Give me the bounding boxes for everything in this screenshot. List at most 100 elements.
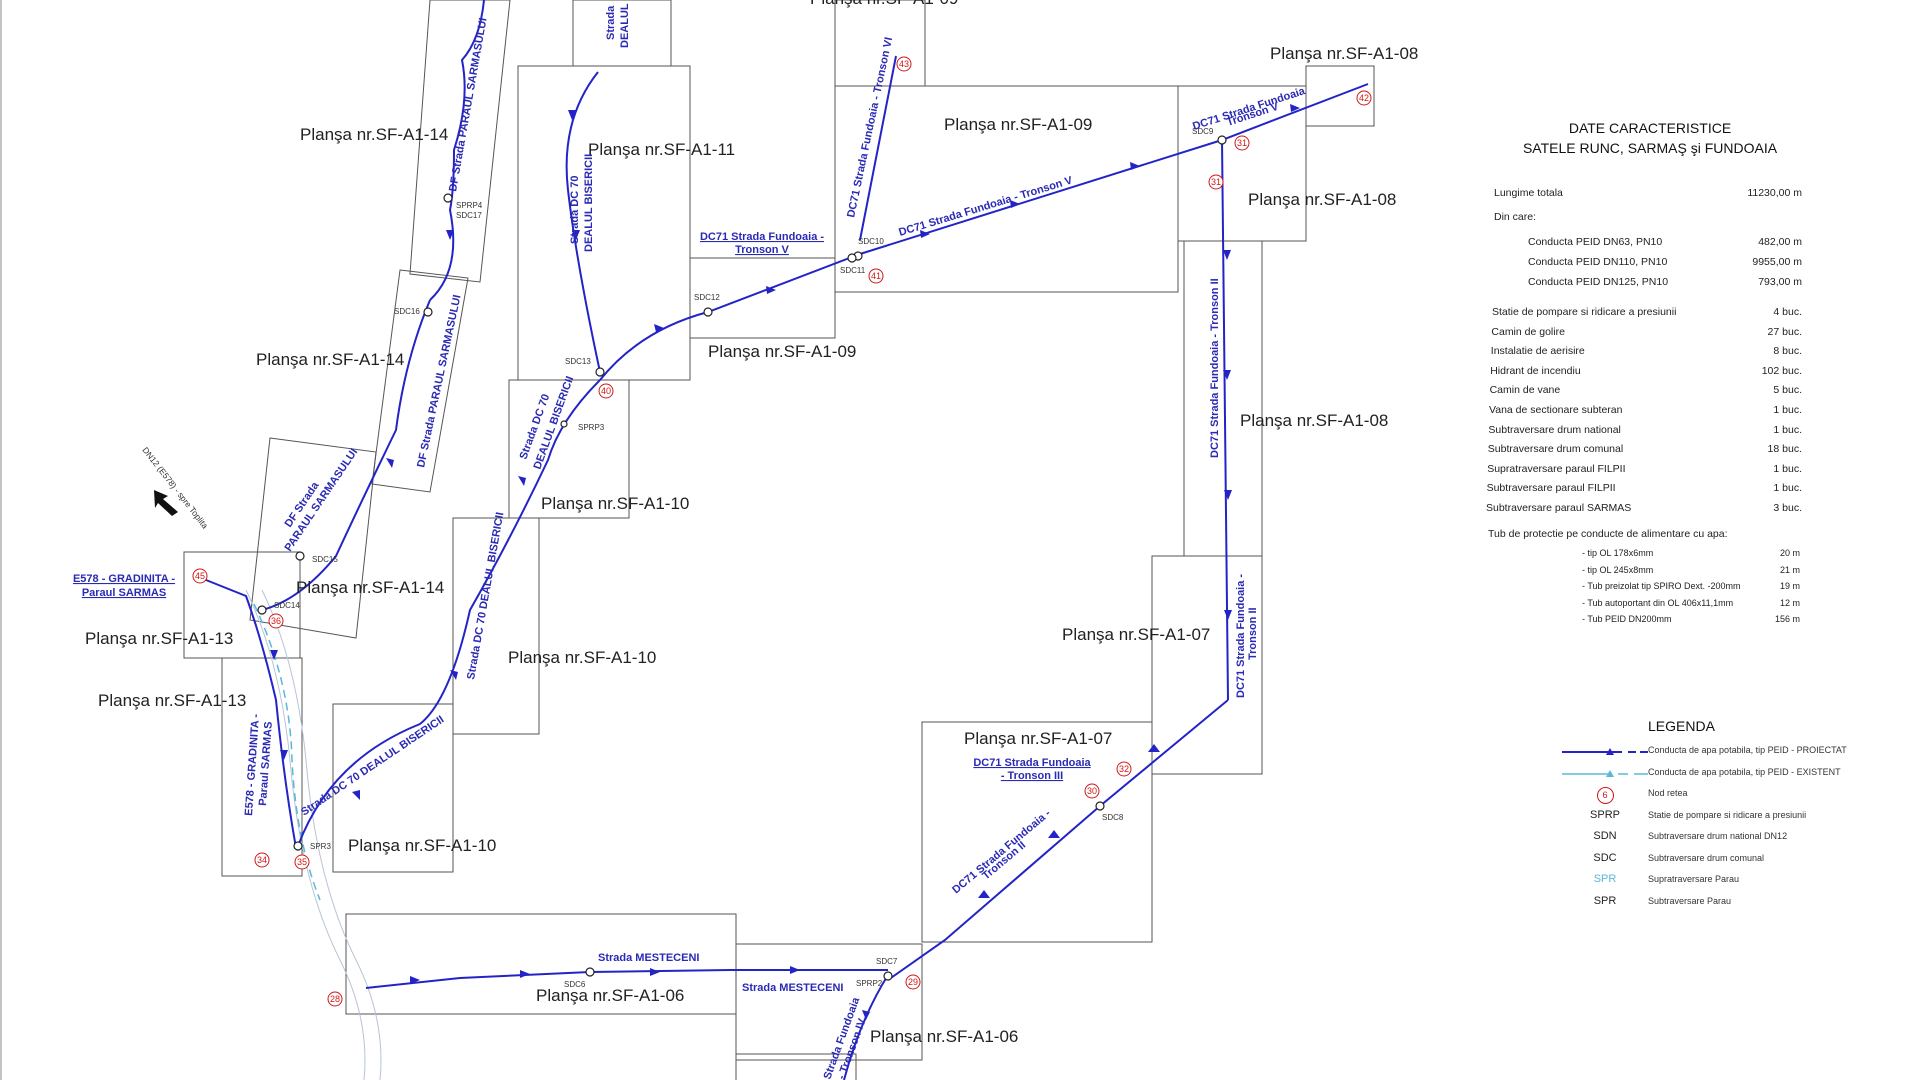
code-sprp3: SPRP3 xyxy=(578,423,605,432)
code-sdc17: SDC17 xyxy=(456,211,482,220)
legend-code: SPR xyxy=(1593,894,1617,907)
code-spr3: SPR3 xyxy=(310,842,331,851)
legend-row: Conducta de apa potabila, tip PEID - EXI… xyxy=(1560,764,1900,784)
node-icon: 6 xyxy=(1560,787,1650,804)
node-34: 34 xyxy=(257,855,267,865)
label-sf-a1-08-a: Planşa nr.SF-A1-08 xyxy=(1270,44,1418,63)
legend-text: Subtraversare drum national DN12 xyxy=(1648,831,1788,841)
item-value: 102 buc. xyxy=(1761,364,1802,377)
frame-sf-a1-14-low xyxy=(249,437,377,639)
code-sdc7: SDC7 xyxy=(876,957,898,966)
street-dc70-a1: Strada DC 70 xyxy=(569,176,581,244)
label-sf-a1-10-a: Planşa nr.SF-A1-10 xyxy=(541,494,689,513)
frame-sf-a1-08-tip xyxy=(1305,65,1375,127)
legend-code: SPRP xyxy=(1590,808,1620,821)
code-sdc8: SDC8 xyxy=(1102,813,1124,822)
node-42: 42 xyxy=(1359,93,1369,103)
code-sdc6: SDC6 xyxy=(564,980,586,989)
label-sf-a1-07-a: Planşa nr.SF-A1-07 xyxy=(1062,625,1210,644)
label-top-cut: Planşa nr.SF-A1-09 xyxy=(810,0,958,8)
legend-text: Conducta de apa potabila, tip PEID - PRO… xyxy=(1648,745,1847,755)
item-label: Statie de pompare si ridicare a presiuni… xyxy=(1492,306,1677,318)
label-sf-a1-08-b: Planşa nr.SF-A1-08 xyxy=(1248,190,1396,209)
pipe-dc71-tronson-ii-vert xyxy=(1221,139,1229,701)
frame-sf-a1-11 xyxy=(517,65,691,381)
pipe-tronson-iv xyxy=(843,974,889,1080)
street-dc71-ii-b1: DC71 Strada Fundoaia - xyxy=(1235,574,1247,698)
structure-codes: SDC9 SDC10 SDC11 SDC12 SDC13 SDC14 SDC15… xyxy=(274,127,1214,989)
item-label: Subtraversare paraul SARMAS xyxy=(1486,502,1632,514)
node-32: 32 xyxy=(1119,764,1129,774)
legend-code: SPR xyxy=(1593,873,1617,885)
street-dc71-iii1: DC71 Strada Fundoaia xyxy=(973,757,1091,769)
frame-sf-a1-07-l xyxy=(921,721,1153,943)
legend-code: SDN xyxy=(1593,830,1617,842)
label-sf-a1-06-b: Planşa nr.SF-A1-06 xyxy=(870,1027,1018,1046)
node-30: 30 xyxy=(1087,786,1097,796)
tub-label: - tip OL 245x8mm xyxy=(1582,564,1654,575)
code-sdc10: SDC10 xyxy=(858,237,884,246)
existing-line-icon xyxy=(1560,766,1650,782)
pipe-dc71-tronson-v xyxy=(599,83,1369,381)
item-label: Vana de sectionare subteran xyxy=(1489,404,1623,416)
tub-label: - Tub autoportant din OL 406x11,1mm xyxy=(1582,597,1734,608)
tub-label: - Tub preizolat tip SPIRO Dext. -200mm xyxy=(1582,581,1741,591)
label-sf-a1-07-b: Planşa nr.SF-A1-07 xyxy=(964,729,1112,748)
frame-sf-a1-14-mid xyxy=(371,269,469,493)
item-value: 1 buc. xyxy=(1773,482,1802,495)
code-sdc16: SDC16 xyxy=(394,307,420,316)
tub-value: 156 m xyxy=(1774,614,1800,624)
street-dc71-iii2: - Tronson III xyxy=(1001,770,1063,782)
label-sf-a1-10-c: Planşa nr.SF-A1-10 xyxy=(348,836,496,855)
frame-sf-a1-10-c xyxy=(332,703,454,873)
street-df-sarmas-a: DF Strada PARAUL SARMASULUI xyxy=(447,17,489,193)
pipe-df-sarmas-lower xyxy=(261,299,431,611)
code-sprp2: SPRP2 xyxy=(856,979,883,988)
street-dc70-a2: DEALUL BISERICII xyxy=(583,154,595,252)
node-40: 40 xyxy=(601,386,611,396)
node-45: 45 xyxy=(195,571,205,581)
node-29: 29 xyxy=(908,977,918,987)
code-sprp4: SPRP4 xyxy=(456,201,483,210)
dn12-direction-arrow xyxy=(154,490,178,516)
label-sf-a1-14-c: Planşa nr.SF-A1-14 xyxy=(296,578,444,597)
node-28: 28 xyxy=(330,994,340,1004)
label-sf-a1-08-c: Planşa nr.SF-A1-08 xyxy=(1240,411,1388,430)
street-dc70-top1: Strada xyxy=(605,5,617,40)
tub-title: Tub de protectie pe conducte de alimenta… xyxy=(1488,528,1728,540)
lungime-label: Lungime totala xyxy=(1494,187,1563,199)
code-sdc14: SDC14 xyxy=(274,601,300,610)
item-value: 3 buc. xyxy=(1773,502,1802,514)
street-dc71-v-label2: Tronson V xyxy=(735,244,789,256)
node-41: 41 xyxy=(871,271,881,281)
tub-label: - tip OL 178x6mm xyxy=(1582,548,1654,558)
street-dc70-top2: DEALUL B xyxy=(619,0,631,48)
item-label: Camin de golire xyxy=(1491,325,1565,338)
item-label: Instalatie de aerisire xyxy=(1490,345,1585,358)
tub-value: 19 m xyxy=(1779,581,1800,591)
item-label: Hidrant de incendiu xyxy=(1490,364,1581,377)
cond1-label: Conducta PEID DN63, PN10 xyxy=(1528,236,1663,248)
frame-sf-a1-13-b xyxy=(221,657,303,877)
node-36: 36 xyxy=(271,616,281,626)
label-sf-a1-13-b: Planşa nr.SF-A1-13 xyxy=(98,691,246,710)
item-label: Camin de vane xyxy=(1489,384,1561,397)
legend-row: Conducta de apa potabila, tip PEID - PRO… xyxy=(1560,742,1900,762)
pipe-dc71-tronson-ii-diag xyxy=(887,699,1229,981)
label-sf-a1-06-a: Planşa nr.SF-A1-06 xyxy=(536,986,684,1005)
cond3-label: Conducta PEID DN125, PN10 xyxy=(1528,276,1669,288)
flow-arrows xyxy=(270,104,1300,1020)
item-label: Subtraversare drum comunal xyxy=(1487,443,1624,456)
legend-text: Statie de pompare si ridicare a presiuni… xyxy=(1648,809,1807,820)
item-value: 18 buc. xyxy=(1767,443,1802,456)
street-e578-b2: Paraul SARMAS xyxy=(257,721,275,806)
street-dc71-v-top: DC71 Strada Fundoaia - Tronson V xyxy=(897,174,1074,239)
cond1-value: 482,00 m xyxy=(1758,236,1802,248)
street-dc71-ii-a: DC71 Strada Fundoaia - Tronson II xyxy=(1209,278,1221,458)
cond3-value: 793,00 m xyxy=(1758,276,1802,288)
node-circles xyxy=(192,56,1372,1007)
pipe-df-sarmas-upper xyxy=(429,0,485,301)
label-sf-a1-10-b: Planşa nr.SF-A1-10 xyxy=(508,648,656,667)
